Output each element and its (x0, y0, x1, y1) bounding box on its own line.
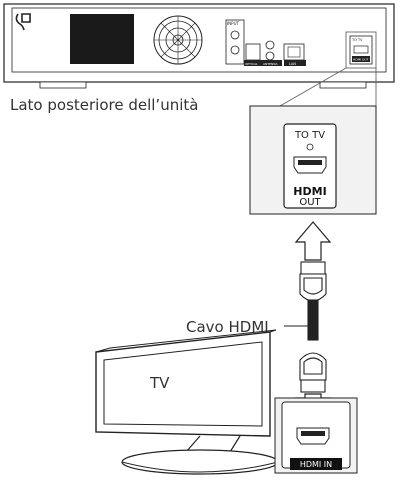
input-port-label: INPUT (227, 21, 240, 26)
arrow-up-to-unit (294, 221, 332, 261)
antenna-label: ANTENNA (263, 62, 279, 66)
unit-hdmi-out-panel: TO TV HDMI OUT (249, 105, 377, 215)
hdmi-cable (299, 261, 327, 393)
hdmi-in-label: HDMI IN (300, 460, 332, 469)
lan-label: LAN (289, 62, 296, 66)
antenna-lan-ports: ANTENNA LAN (262, 40, 306, 66)
fan-grille-icon (153, 15, 203, 65)
tv-hdmi-in-panel: HDMI IN (274, 397, 358, 474)
input-ports: INPUT OPTICAL (225, 19, 264, 66)
zoom-callout-lines (279, 31, 377, 107)
unit-hdmi-out-label: HDMI OUT (353, 58, 369, 62)
optical-label: OPTICAL (245, 62, 258, 66)
power-cord-icon (15, 13, 31, 31)
out-label: OUT (299, 197, 321, 208)
tv-illustration (95, 329, 279, 475)
tv-label: TV (149, 374, 170, 392)
unit-rear-label: Lato posteriore dell’unità (10, 96, 198, 114)
unit-display-block (70, 14, 134, 64)
to-tv-label: TO TV (294, 130, 325, 141)
cable-label: Cavo HDMI (186, 318, 269, 336)
unit-hdmi-out-port: TO TV HDMI OUT (349, 35, 373, 65)
unit-rear-panel: INPUT OPTICAL ANTENNA LAN TO TV HDMI OUT (3, 3, 395, 89)
unit-to-tv-label: TO TV (351, 38, 363, 42)
hdmi-label: HDMI (293, 185, 326, 198)
